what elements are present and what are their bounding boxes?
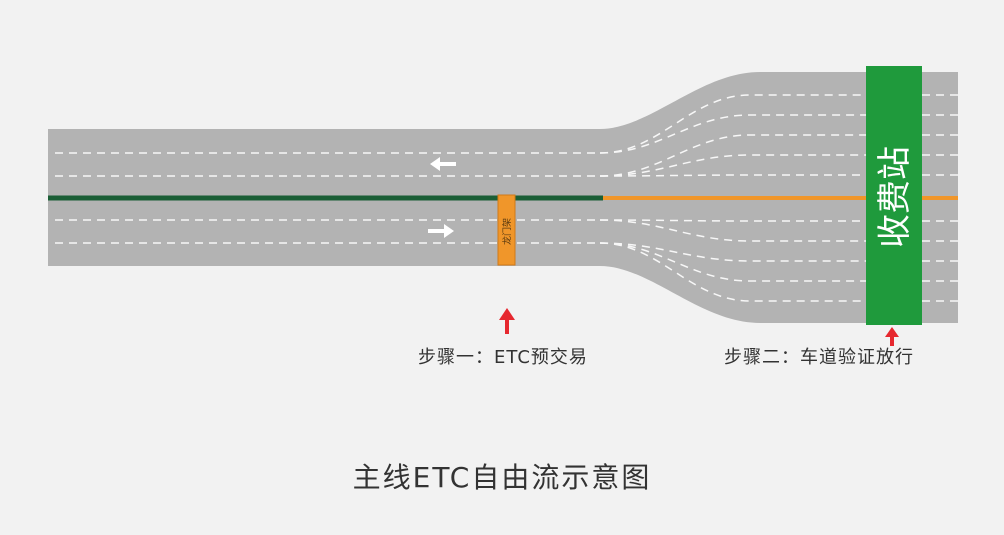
step-two-label: 步骤二：车道验证放行 <box>724 347 914 368</box>
gantry-label: 龙门架 <box>501 218 513 245</box>
lane-markings-beyond-toll <box>922 94 958 302</box>
lane-markings-upper <box>55 152 600 177</box>
toll-station-label: 收费站 <box>875 146 915 248</box>
step-one-arrow-icon <box>499 308 515 334</box>
gantry <box>497 194 516 266</box>
left-direction-arrow-icon <box>430 157 456 171</box>
toll-station <box>866 66 922 325</box>
right-direction-arrow-icon <box>428 224 454 238</box>
step-one-label: 步骤一：ETC预交易 <box>418 347 588 368</box>
step-two-arrow-icon <box>885 327 899 346</box>
diagram-caption: 主线ETC自由流示意图 <box>352 461 652 494</box>
lane-markings-diverge-upper <box>599 94 866 177</box>
lane-markings-diverge-lower <box>599 219 866 302</box>
